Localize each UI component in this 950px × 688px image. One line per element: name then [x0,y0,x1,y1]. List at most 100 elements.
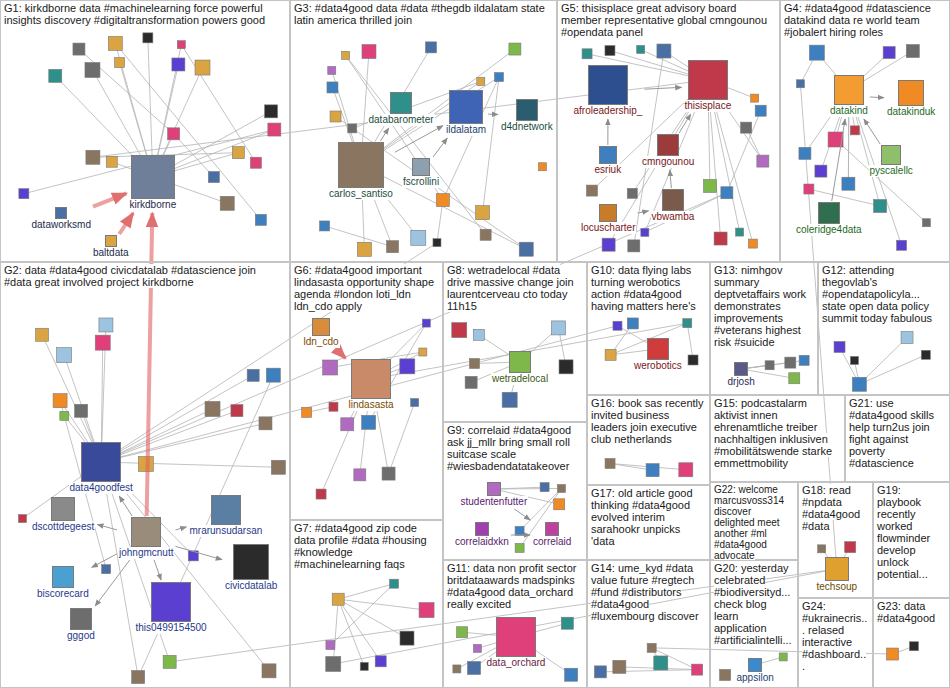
vertex-icon [898,80,924,106]
vertex-node: lindasasta [348,359,395,411]
background-vertex [554,499,565,510]
background-vertex [627,318,638,329]
vertex-label: dataworksmd [31,219,92,231]
vertex-icon [818,202,840,224]
background-vertex [741,122,752,133]
background-edge [336,116,527,249]
vertex-label: databarometer [368,114,435,126]
group-label: G20: yesterday celebrated #biodiversityd… [714,562,792,646]
vertex-node: databarometer [368,92,435,126]
background-vertex [342,51,350,59]
group-panel: G19: playbook recently worked flowminder… [873,482,950,598]
background-vertex [654,656,668,670]
vertex-node: correlaidxkn [454,522,510,548]
background-vertex [85,63,100,78]
vertex-icon [545,522,559,536]
background-vertex [468,662,481,675]
background-vertex [714,232,727,245]
background-vertex [736,228,744,236]
group-header: G9: correlaid #data4good ask jj_mllr bri… [444,423,586,472]
vertex-icon [131,155,175,199]
background-vertex [208,172,219,183]
network-edge [607,119,608,145]
vertex-node: ildalatam [445,90,487,136]
background-vertex [613,321,622,330]
background-vertex [232,147,244,159]
group-label: G22: welcome marcusvoss314 discover deli… [714,484,784,561]
background-vertex [605,458,615,468]
vertex-node: werobotics [633,338,683,372]
vertex-node: dscottdegeest [31,497,95,533]
background-vertex [266,368,280,382]
network-edge [119,213,133,234]
background-vertex [327,82,338,93]
network-edge [93,193,127,206]
background-vertex [259,417,272,430]
vertex-icon [881,145,901,165]
vertex-node: data4goodfest [69,442,134,494]
group-header: G6: #data4good important lindasasta oppo… [291,263,442,312]
background-edge [443,77,499,200]
vertex-icon [599,204,617,222]
vertex-label: locuscharter [580,222,636,234]
group-header: G14: ume_kyd #data value future #regtech… [588,561,709,622]
background-vertex [382,467,395,480]
group-panel: G3: #data4good data #data #thegdb ildala… [290,0,557,262]
group-panel: G4: #data4good #datascience datakind dat… [780,0,950,262]
group-label: G7: #data4good zip code data profile #da… [294,522,427,570]
group-panel: G21: use #data4good skills help turn2us … [845,395,950,482]
background-vertex [411,399,419,407]
vertex-icon [351,359,391,399]
group-panel: G10: data flying labs turning werobotics… [587,262,710,395]
background-vertex [921,350,930,359]
vertex-label: lindasasta [348,399,395,411]
group-label: G9: correlaid #data4good ask jj_mllr bri… [447,424,571,472]
background-vertex [457,627,468,638]
vertex-node: wetradelocal [491,351,549,385]
vertex-node: this0499154500 [135,582,208,634]
vertex-icon [509,351,531,373]
group-panel: G11: data non profit sector britdataawar… [443,560,587,688]
vertex-icon [51,497,75,521]
network-edge [97,524,117,529]
vertex-node: afroleadership_ [573,65,644,117]
background-vertex [748,239,757,248]
background-edge [79,49,174,134]
background-vertex [411,230,426,245]
background-vertex [426,42,437,53]
background-vertex [818,545,826,553]
background-vertex [515,526,524,535]
group-label: G10: data flying labs turning werobotics… [591,264,696,312]
network-edge [433,138,447,157]
background-vertex [751,94,759,102]
group-panel: G8: wetradelocal #data drive massive cha… [443,262,587,422]
vertex-node: ldn_cdo [303,318,340,348]
vertex-label: coleridge4data [795,224,863,236]
vertex-icon [516,99,538,121]
background-vertex [628,240,640,252]
network-edge [864,119,880,144]
background-vertex [637,45,645,53]
background-vertex [815,165,827,177]
background-vertex [18,515,26,523]
group-label: G8: wetradelocal #data drive massive cha… [447,264,574,312]
background-vertex [647,643,656,652]
group-label: G3: #data4good data #data #thegdb ildala… [294,2,545,26]
background-vertex [627,188,637,198]
group-header: G19: playbook recently worked flowminder… [874,483,949,580]
vertex-node: carlos_santiso [328,142,394,200]
background-vertex [922,219,930,227]
group-panel: G16: book sas recently invited business … [587,395,710,485]
vertex-icon [131,517,161,547]
background-vertex [19,189,29,199]
background-vertex [502,392,517,407]
background-vertex [172,58,185,71]
background-vertex [476,206,490,220]
background-vertex [362,415,376,429]
background-vertex [557,484,565,492]
background-vertex [168,128,180,140]
vertex-icon [657,134,679,156]
vertex-label: pyscalellc [869,165,914,177]
group-panel: G9: correlaid #data4good ask jj_mllr bri… [443,422,587,560]
group-header: G3: #data4good data #data #thegdb ildala… [291,1,556,26]
